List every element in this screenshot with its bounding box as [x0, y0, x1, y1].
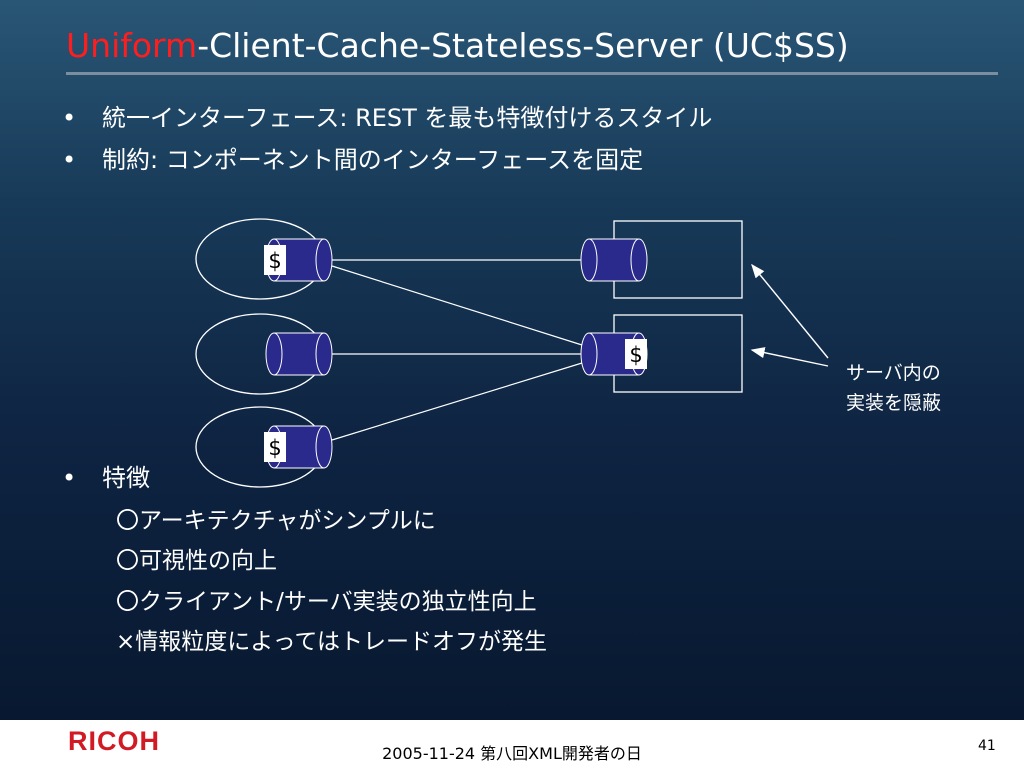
feature-item: 〇アーキテクチャがシンプルに — [116, 508, 436, 534]
connection-line — [331, 362, 583, 441]
feature-item: 〇可視性の向上 — [116, 548, 277, 574]
feature-item: ×情報粒度によってはトレードオフが発生 — [116, 629, 547, 655]
bullet-marker: • — [62, 146, 77, 174]
cache-symbol: $ — [268, 436, 281, 460]
title-divider — [66, 72, 998, 75]
footer-bar — [0, 720, 1024, 768]
server-connector-2: $ — [580, 332, 648, 376]
footer-event-text: 2005-11-24 第八回XML開発者の日 — [382, 744, 642, 763]
bullet-marker: • — [62, 104, 77, 132]
architecture-diagram: $ $ $ — [264, 238, 829, 469]
bullet-text: 制約: コンポーネント間のインターフェースを固定 — [102, 146, 644, 174]
client-connector-1: $ — [264, 238, 333, 282]
cache-label-bg — [264, 245, 286, 275]
ricoh-logo: RICOH — [68, 726, 160, 756]
cache-symbol: $ — [268, 249, 281, 273]
bullet-constraint: • 制約: コンポーネント間のインターフェースを固定 — [62, 144, 643, 176]
title-accent: Uniform — [66, 26, 198, 65]
feature-item: 〇クライアント/サーバ実装の独立性向上 — [116, 589, 537, 615]
callout-arrow-1 — [751, 263, 829, 359]
client-connector-3: $ — [264, 425, 333, 469]
bullet-text: 特徴 — [102, 464, 150, 492]
cache-label-bg — [264, 432, 286, 462]
cache-symbol: $ — [629, 343, 642, 367]
bullet-marker: • — [62, 464, 77, 492]
title-rest: -Client-Cache-Stateless-Server (UC$SS) — [197, 26, 849, 65]
callout-arrow-2 — [750, 347, 829, 367]
client-connector-2 — [265, 332, 333, 376]
slide-background: Uniform-Client-Cache-Stateless-Server (U… — [0, 0, 1024, 720]
bullet-text: 統一インターフェース: REST を最も特徴付けるスタイル — [102, 104, 713, 132]
slide-title: Uniform-Client-Cache-Stateless-Server (U… — [66, 24, 1006, 68]
callout-text: サーバ内の 実装を隠蔽 — [846, 362, 942, 414]
page-number: 41 — [978, 738, 996, 754]
bullet-uniform-interface: • 統一インターフェース: REST を最も特徴付けるスタイル — [62, 102, 712, 134]
cache-label-bg — [625, 339, 647, 369]
bullet-features: • 特徴 — [62, 462, 150, 494]
connection-line — [331, 265, 583, 346]
server-connector-1 — [580, 238, 648, 282]
